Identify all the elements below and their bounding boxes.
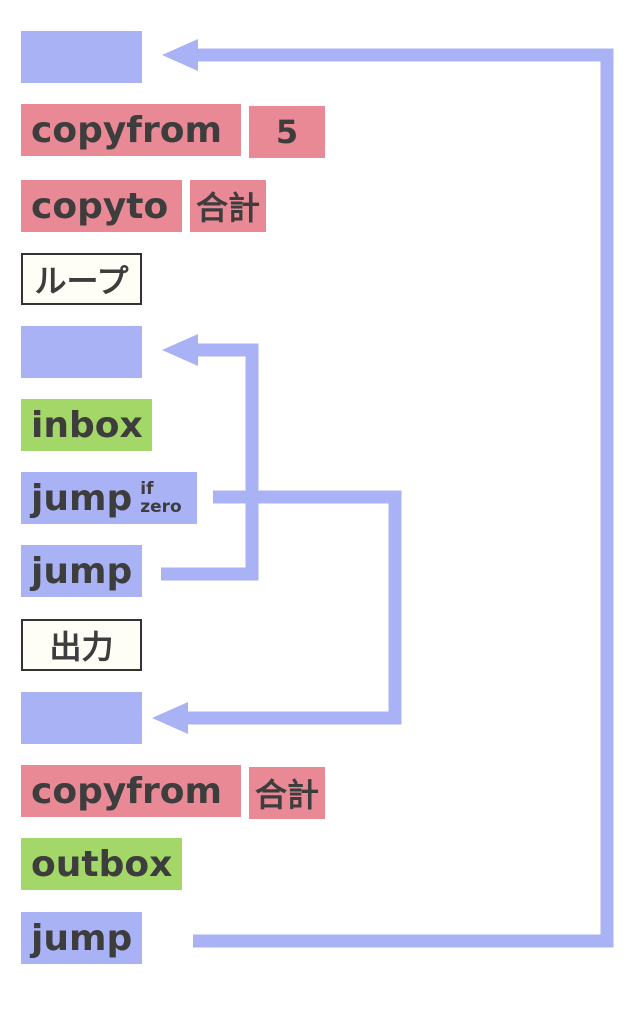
copyfrom-2-command: copyfrom [31,770,222,812]
condition-if: if [140,479,154,499]
jump-block-inner[interactable]: jump [21,545,142,597]
copyto-command: copyto [31,185,169,227]
copyfrom-arg[interactable]: 5 [249,106,325,158]
outbox-block[interactable]: outbox [21,838,182,890]
jump-if-zero-block[interactable]: jump if zero [21,472,197,524]
copyto-arg-value: 合計 [195,189,260,227]
label-output-text: 出力 [49,628,114,666]
copyfrom-block[interactable]: copyfrom [21,104,241,156]
arrow-if-zero [152,490,402,734]
comment-label-loop[interactable]: ループ [21,253,142,305]
copyfrom-2-arg[interactable]: 合計 [249,767,325,819]
copyfrom-block-2[interactable]: copyfrom [21,765,241,817]
arrow-outer-loop [162,39,614,948]
copyfrom-arg-value: 5 [275,113,299,151]
arrow-inner-loop [161,334,259,581]
copyto-block[interactable]: copyto [21,180,182,232]
jump-if-zero-condition: if zero [140,480,182,516]
jump-block-outer[interactable]: jump [21,912,142,964]
comment-label-output[interactable]: 出力 [21,619,142,671]
copyfrom-2-arg-value: 合計 [254,776,319,814]
copyfrom-command: copyfrom [31,109,222,151]
jump-if-zero-command: jump [31,477,133,519]
copyto-arg[interactable]: 合計 [190,180,266,232]
jump-outer-command: jump [31,917,133,959]
inbox-command: inbox [31,404,143,446]
outbox-command: outbox [31,843,173,885]
jump-target-output[interactable] [21,692,142,744]
condition-zero: zero [140,497,182,517]
inbox-block[interactable]: inbox [21,399,152,451]
jump-inner-command: jump [31,550,133,592]
jump-target-top[interactable] [21,31,142,83]
jump-target-inner[interactable] [21,326,142,378]
label-loop-text: ループ [34,262,129,300]
